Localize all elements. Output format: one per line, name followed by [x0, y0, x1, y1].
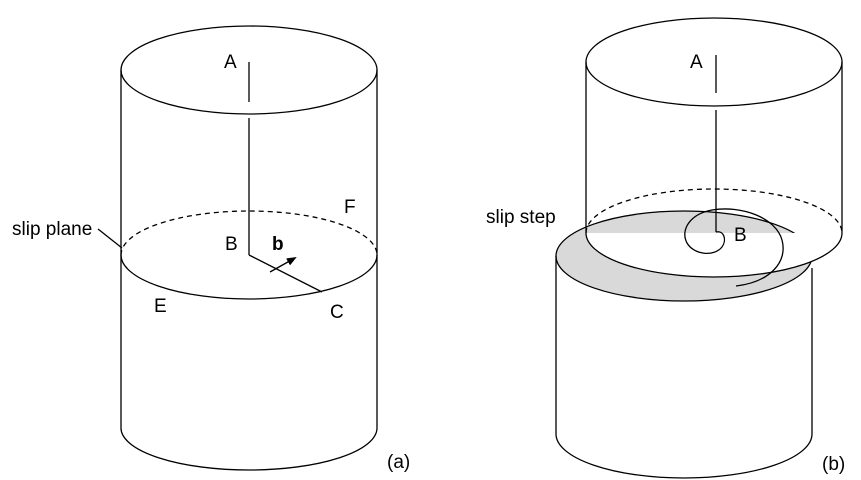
cylinder-b-upper-bottom-front: [585, 232, 843, 278]
label-slip-step: slip step: [486, 207, 556, 228]
label-a-point-e: E: [154, 296, 167, 317]
label-a-point-f: F: [344, 197, 356, 218]
label-burgers-vector: b: [272, 234, 284, 255]
cylinder-b-bottom-edge: [555, 433, 813, 479]
label-a-point-c: C: [330, 302, 344, 323]
label-b-point-a: A: [690, 52, 703, 73]
caption-a: (a): [387, 452, 410, 473]
dislocation-spiral: [684, 208, 784, 287]
panel-a: A B b C E F slip plane (a): [12, 25, 410, 473]
dislocation-line-b-c: [248, 254, 323, 293]
label-a-point-a: A: [224, 52, 237, 73]
label-a-point-b: B: [225, 234, 238, 255]
label-b-point-b: B: [734, 225, 747, 246]
caption-b: (b): [822, 454, 845, 475]
slip-plane-leader-line: [97, 228, 123, 249]
label-slip-plane: slip plane: [12, 219, 92, 240]
slip-plane-front-edge: [120, 254, 378, 300]
cylinder-a-bottom-edge: [120, 427, 378, 471]
cylinder-b-top-face: [585, 17, 843, 107]
burgers-vector-arrow: [269, 257, 297, 273]
panel-b: A B slip step (b): [486, 17, 845, 479]
